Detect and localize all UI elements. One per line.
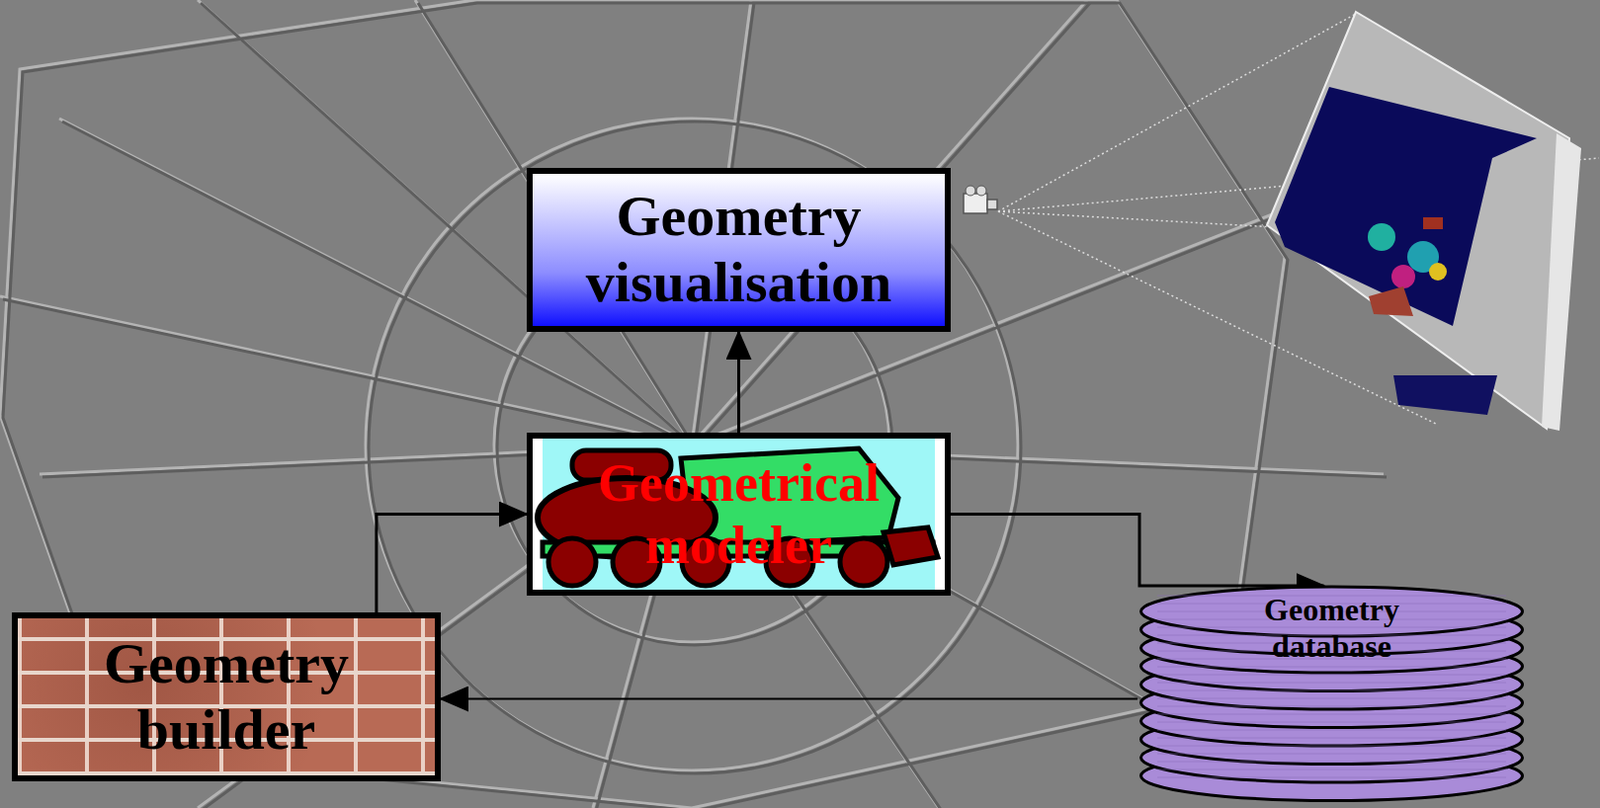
connector-arrow <box>376 514 527 614</box>
connector-arrow <box>440 698 1138 701</box>
node-label: Geometrical modeler <box>541 452 937 576</box>
builder-box: Geometry builder <box>11 612 441 782</box>
node-label: Geometry database <box>1228 591 1436 666</box>
camera-icon <box>963 185 998 214</box>
connector-arrow <box>950 514 1325 588</box>
modeler-box: Geometrical modeler <box>526 432 951 596</box>
node-label: Geometry builder <box>28 631 424 763</box>
visualisation-box: Geometry visualisation <box>526 168 951 333</box>
database-cylinder: Geometry database <box>1137 584 1526 806</box>
connector-arrow <box>737 332 741 433</box>
node-label: Geometry visualisation <box>541 183 937 316</box>
